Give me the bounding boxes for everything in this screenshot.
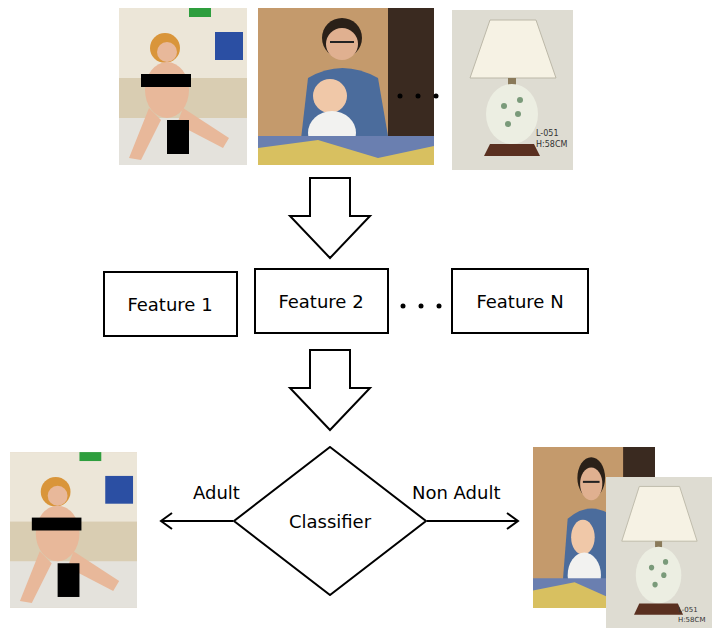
node-text: Feature 2 — [278, 291, 363, 312]
lamp-tag: L-051 — [536, 129, 558, 138]
lamp-tag: H:58CM — [678, 616, 705, 624]
lamp-tag: H:58CM — [536, 140, 567, 149]
output-label: Non Adult — [412, 482, 501, 503]
output-arrow — [161, 513, 233, 529]
lamp-photo — [452, 10, 573, 170]
node-text: Classifier — [289, 511, 371, 532]
node-text: Feature 1 — [127, 294, 212, 315]
decision-diamond: Classifier — [233, 446, 427, 596]
block-arrow — [290, 178, 370, 258]
node-text: Feature N — [476, 291, 563, 312]
lamp-tag: L-051 — [678, 606, 698, 614]
diamond-shape — [234, 447, 426, 595]
ellipsis-dots — [401, 304, 442, 309]
adult-photo — [119, 8, 247, 165]
feature-box: Feature 1 — [103, 271, 238, 337]
ellipsis-dots — [398, 94, 439, 99]
lamp-photo — [606, 477, 712, 628]
adult-photo — [10, 452, 137, 608]
feature-box: Feature 2 — [254, 268, 389, 334]
family-photo — [258, 8, 434, 165]
output-label: Adult — [193, 482, 240, 503]
feature-box: Feature N — [451, 268, 589, 334]
output-arrow — [427, 513, 518, 529]
block-arrow — [290, 350, 370, 430]
